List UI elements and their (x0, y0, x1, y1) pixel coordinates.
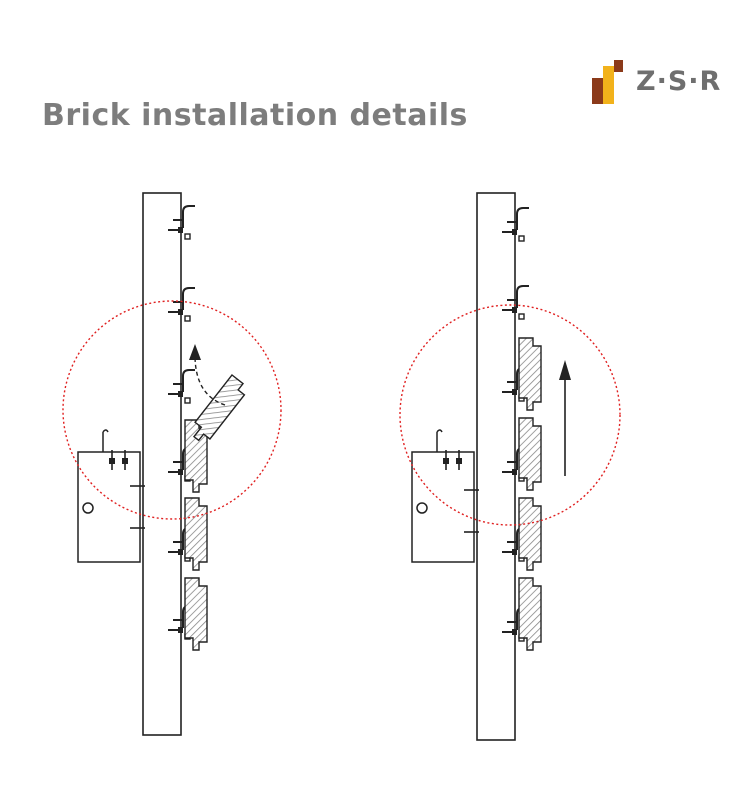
rotate-arrow (194, 354, 226, 406)
wall-left (142, 192, 182, 736)
bracket-box-left (77, 451, 141, 563)
brick-right-4 (518, 577, 542, 651)
tilted-brick (192, 374, 246, 442)
wall-right (476, 192, 516, 741)
zsr-logo-icon (592, 60, 623, 104)
left-detail-panel (62, 192, 282, 736)
brick-right-1 (518, 337, 542, 411)
brick-right-2 (518, 417, 542, 491)
detail-circle-left (62, 300, 282, 520)
brand-logo: Z·S·R (592, 56, 721, 106)
logo-text: Z·S·R (636, 65, 722, 97)
right-detail-panel (399, 192, 621, 741)
brick-left-2 (184, 497, 208, 571)
bracket-box-right (411, 451, 475, 563)
page-title: Brick installation details (42, 98, 468, 133)
brick-right-3 (518, 497, 542, 571)
detail-circle-right (399, 304, 621, 526)
